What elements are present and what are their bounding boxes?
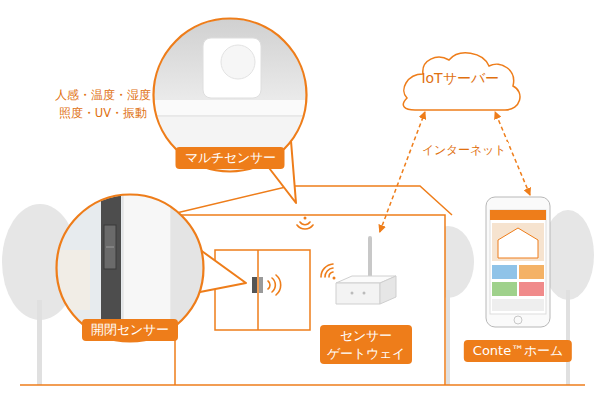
door-sensor-photo [55,193,205,343]
sensor-dome [221,45,255,79]
gateway-led [351,292,354,295]
gateway-led [363,292,366,295]
photo-moulding [150,100,310,116]
node-label: センサー ゲートウェイ [320,325,412,364]
phone-screen [490,210,546,314]
door-sensor-bubble: 開閉センサー [55,193,205,343]
node-label: 開閉センサー [82,319,178,341]
node-label: マルチセンサー [176,147,285,169]
wifi-arc [268,281,270,289]
gateway-device [336,238,396,304]
network-label: インターネット [420,142,508,159]
wifi-icon [268,275,281,295]
wifi-arc [325,268,333,277]
tree-trunk [446,290,450,385]
wifi-icon [297,217,313,230]
circle-shape [154,19,307,172]
tree-trunk [566,290,570,385]
circle-shape [57,195,204,342]
cloud-label: IoTサーバー [395,70,525,88]
phone-tile [492,282,517,296]
gateway-node: センサー ゲートウェイ [318,232,413,374]
wifi-dot [304,217,307,220]
sensor-body [203,38,261,98]
sensor-line [106,247,114,248]
photo-outside [55,193,205,343]
wifi-arc [329,272,333,277]
phone-house-panel [492,223,544,261]
wifi-arc [297,225,313,229]
phone-tile [519,265,544,279]
sensor-unit [104,225,116,269]
smartphone [486,197,550,327]
wifi-dot [333,277,336,280]
phone-home-button [514,316,522,324]
wifi-arc [276,275,281,295]
wifi-arc [300,222,310,225]
phone-header [490,210,546,220]
photo-edge [150,116,310,117]
gateway-side [380,276,396,304]
wifi-arc [321,264,333,277]
wifi-icon [321,264,336,280]
door-sensor-mini [252,277,257,293]
photo-wall [150,15,310,105]
bubble-fill [56,194,204,342]
phone-tile [492,265,517,279]
tree-trunk [37,300,42,385]
window-divider [257,250,259,330]
phone-tile [519,282,544,296]
ground-line [20,384,585,386]
door-magnet-mini [259,277,263,293]
gateway-front [336,283,380,304]
bubble-tail [199,249,246,292]
phone-house-icon [498,228,538,258]
server-cloud: IoTサーバー [395,48,525,112]
sensor-features: 人感・温度・湿度 照度・UV・振動 [55,87,151,123]
node-label: Conte™ホーム [464,340,572,362]
multi-sensor-photo [150,15,310,177]
house-roof [168,186,452,215]
wifi-arc [272,278,275,292]
internet-connector [380,112,425,232]
phone-body [486,197,550,327]
house-wall [175,215,445,385]
window-frame [215,250,310,330]
gateway-antenna [368,238,372,282]
multi-sensor-bubble: マルチセンサー人感・温度・湿度 照度・UV・振動 [152,17,308,173]
app-node: Conte™ホーム [470,195,566,363]
phone-tile [492,299,544,311]
